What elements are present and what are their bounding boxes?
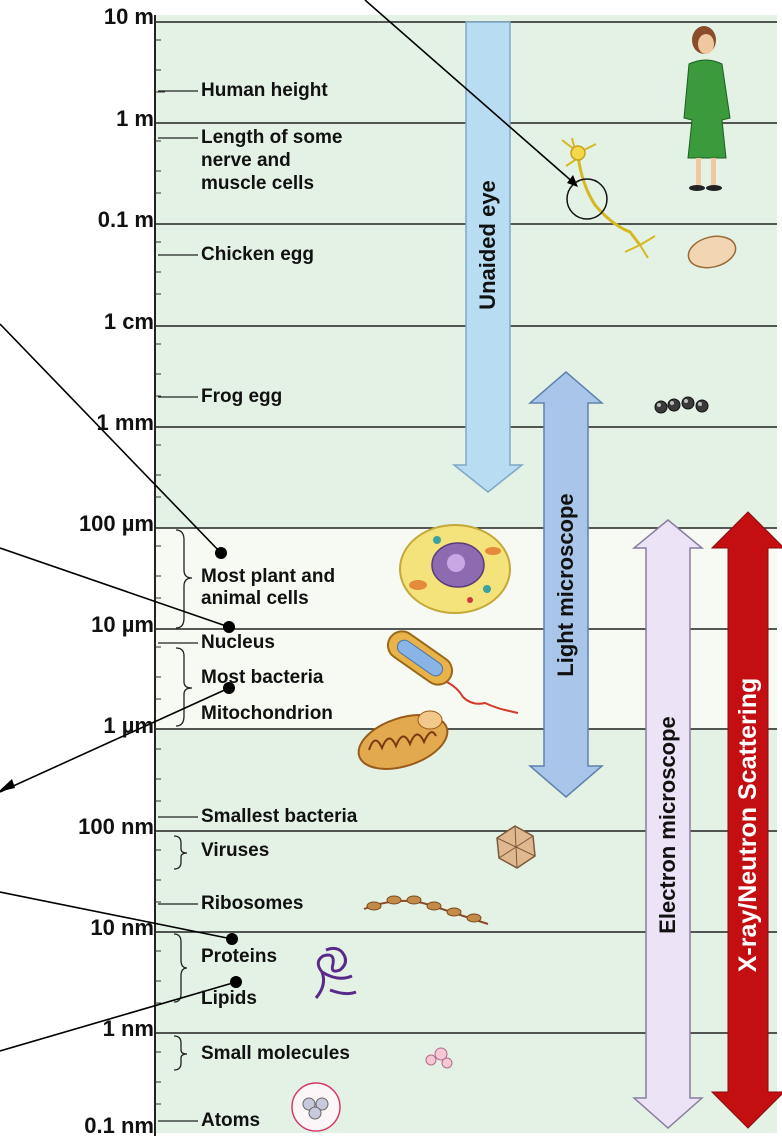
scale-label-1m: 1 m xyxy=(116,108,154,130)
scale-label-100um: 100 µm xyxy=(79,513,154,535)
item-smallest-bacteria: Smallest bacteria xyxy=(201,806,357,828)
light-microscope-label: Light microscope xyxy=(551,470,581,700)
item-nerve-cells-line1: Length of some xyxy=(201,127,342,149)
unaided-eye-label: Unaided eye xyxy=(473,145,503,345)
item-nerve-cells-line3: muscle cells xyxy=(201,173,314,195)
item-mitochondrion: Mitochondrion xyxy=(201,703,333,725)
item-cells-line2: animal cells xyxy=(201,588,309,610)
item-small-molecules: Small molecules xyxy=(201,1043,350,1065)
item-viruses: Viruses xyxy=(201,840,269,862)
item-most-bacteria: Most bacteria xyxy=(201,667,323,689)
scale-label-1cm: 1 cm xyxy=(104,311,154,333)
xray-neutron-label: X-ray/Neutron Scattering xyxy=(731,675,765,975)
item-human-height: Human height xyxy=(201,80,328,102)
scale-label-10m: 10 m xyxy=(104,6,154,28)
atom-icon xyxy=(292,1083,340,1131)
item-nucleus: Nucleus xyxy=(201,632,275,654)
scale-label-10um: 10 µm xyxy=(91,614,154,636)
item-ribosomes: Ribosomes xyxy=(201,893,303,915)
item-frog-egg: Frog egg xyxy=(201,386,282,408)
scale-label-0-1m: 0.1 m xyxy=(98,209,154,231)
scale-label-0-1nm: 0.1 nm xyxy=(84,1115,154,1137)
electron-microscope-label: Electron microscope xyxy=(653,690,683,960)
scale-label-1mm: 1 mm xyxy=(97,412,154,434)
scale-label-10nm: 10 nm xyxy=(90,917,154,939)
scale-label-1nm: 1 nm xyxy=(103,1018,154,1040)
scale-label-100nm: 100 nm xyxy=(78,816,154,838)
item-cells-line1: Most plant and xyxy=(201,566,335,588)
animal-cell-icon xyxy=(400,525,510,613)
item-chicken-egg: Chicken egg xyxy=(201,244,314,266)
item-proteins: Proteins xyxy=(201,946,277,968)
item-lipids: Lipids xyxy=(201,988,257,1010)
item-nerve-cells-line2: nerve and xyxy=(201,150,291,172)
scale-label-1um: 1 µm xyxy=(103,715,154,737)
item-atoms: Atoms xyxy=(201,1110,260,1132)
